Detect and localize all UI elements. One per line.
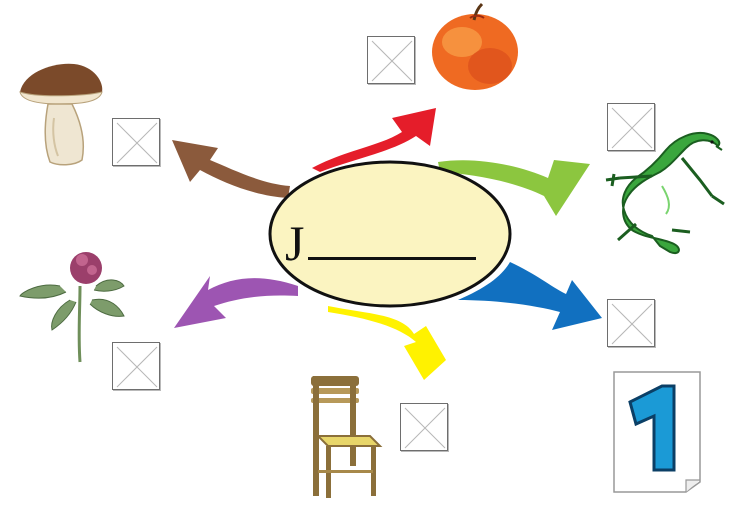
red-arrow (312, 108, 436, 172)
x-mark-icon (611, 303, 653, 345)
green-arrow (438, 160, 590, 216)
mushroom-icon (19, 63, 103, 166)
x-mark-icon (611, 107, 653, 149)
brown-arrow (172, 140, 290, 198)
center-letter: J (285, 215, 305, 271)
clover-flower-icon (19, 252, 125, 363)
lizard-checkbox[interactable] (607, 103, 655, 151)
x-mark-icon (116, 122, 158, 164)
lizard-icon (605, 132, 725, 254)
x-mark-icon (404, 407, 446, 449)
chair-icon (311, 376, 383, 498)
chair-checkbox[interactable] (400, 403, 448, 451)
purple-arrow (174, 276, 298, 328)
yellow-arrow (328, 306, 446, 380)
answer-line[interactable] (308, 257, 477, 260)
mushroom-checkbox[interactable] (112, 118, 160, 166)
x-mark-icon (371, 40, 413, 82)
x-mark-icon (116, 346, 158, 388)
apple-icon (432, 2, 518, 90)
center-word: J (285, 202, 505, 270)
blue-arrow (458, 262, 602, 330)
number-one-checkbox[interactable] (607, 299, 655, 347)
number-one-card-icon (613, 371, 701, 493)
clover-checkbox[interactable] (112, 342, 160, 390)
center-oval (268, 160, 512, 308)
apple-checkbox[interactable] (367, 36, 415, 84)
